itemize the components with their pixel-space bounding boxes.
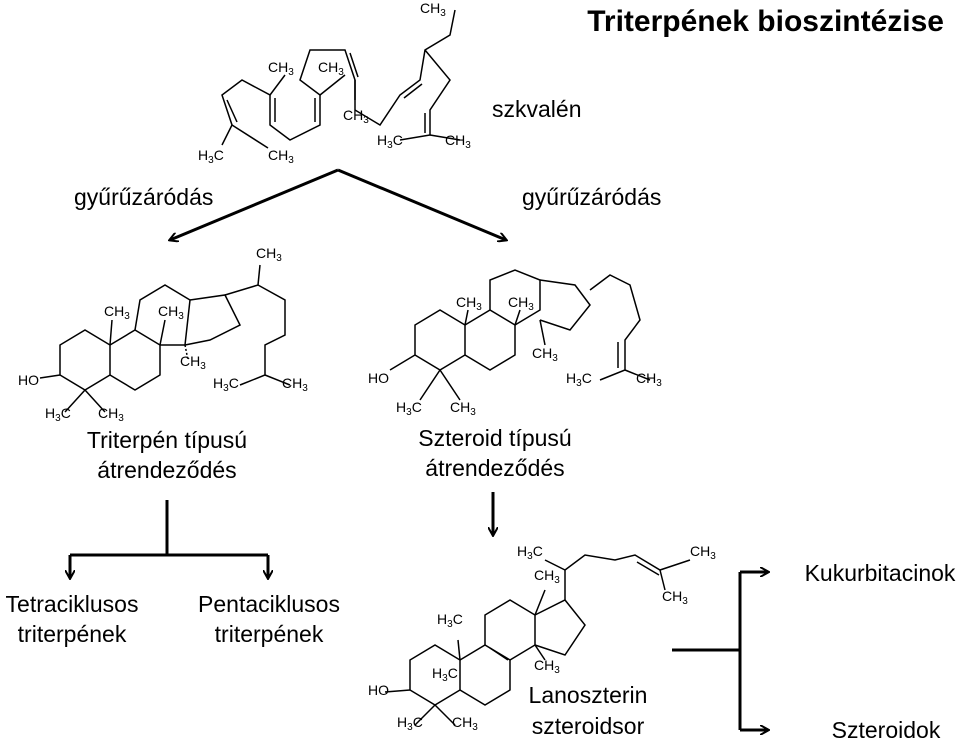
lanosterol-label-line2: szteroidsor <box>532 713 645 739</box>
lan-h3c-side: H3C <box>517 543 543 562</box>
arrow-to-triterpene <box>170 168 339 240</box>
squalene-ch3-c: CH3 <box>343 107 369 126</box>
lan-h3c-gem: H3C <box>397 714 423 733</box>
tri-ch3-c: CH3 <box>180 353 206 372</box>
ste-ch3-gem: CH3 <box>450 399 476 418</box>
triterpene-rearrangement-line1: Triterpén típusú <box>87 427 247 453</box>
squalene-ch3-a: CH3 <box>268 59 294 78</box>
triterpene-rearrangement-line2: átrendeződés <box>97 457 236 483</box>
steroid-type-structure <box>389 269 651 401</box>
tri-h3c-gem: H3C <box>45 405 71 424</box>
page-title: Triterpének bioszintézise <box>587 5 944 38</box>
lan-ch3-gem: CH3 <box>452 714 478 733</box>
squalene-label: szkvalén <box>492 96 581 122</box>
tri-h3c-tail: H3C <box>213 375 239 394</box>
squalene-h3c-left: H3C <box>198 147 224 166</box>
tetracyclic-label-line1: Tetraciklusos <box>6 591 139 617</box>
lanosterol-label-line1: Lanoszterin <box>529 682 648 708</box>
tri-ch3-a: CH3 <box>104 303 130 322</box>
chemical-labels: CH3 CH3 CH3 CH3 H3C CH3 H3C CH3 CH3 CH3 … <box>18 0 716 733</box>
cucurbitacins-label: Kukurbitacinok <box>805 560 956 586</box>
lan-ho: HO <box>368 682 389 698</box>
tri-ch3-tail: CH3 <box>282 375 308 394</box>
lan-ch3-b: CH3 <box>534 657 560 676</box>
arrow-to-steroid <box>337 168 506 240</box>
tri-ch3-gem: CH3 <box>98 405 124 424</box>
steroid-rearrangement-line2: átrendeződés <box>425 455 564 481</box>
tetracyclic-label-line2: triterpének <box>18 621 127 647</box>
tri-ch3-side: CH3 <box>256 245 282 264</box>
ste-h3c-gem: H3C <box>396 399 422 418</box>
ste-ho: HO <box>368 370 389 386</box>
steroids-label: Szteroidok <box>832 717 941 740</box>
lan-ch3-a: CH3 <box>534 567 560 586</box>
ste-h3c-tail: H3C <box>566 370 592 389</box>
squalene-structure <box>221 9 461 149</box>
squalene-h3c-right: H3C <box>377 132 403 151</box>
ste-ch3-c: CH3 <box>532 345 558 364</box>
squalene-ch3-top: CH3 <box>420 0 446 19</box>
lanosterol-structure <box>384 554 691 726</box>
lan-h3c-b: H3C <box>432 665 458 684</box>
squalene-ch3-b: CH3 <box>318 59 344 78</box>
ste-ch3-b: CH3 <box>508 294 534 313</box>
squalene-ch3-left: CH3 <box>268 147 294 166</box>
ste-ch3-a: CH3 <box>456 294 482 313</box>
pentacyclic-label-line1: Pentaciklusos <box>198 591 340 617</box>
lan-ch3-tail-b: CH3 <box>662 588 688 607</box>
tri-ch3-b: CH3 <box>158 303 184 322</box>
cyclization-left-label: gyűrűzáródás <box>74 184 213 210</box>
steroid-rearrangement-line1: Szteroid típusú <box>418 425 571 451</box>
reaction-arrows <box>70 168 768 730</box>
tri-ho: HO <box>18 372 39 388</box>
cyclization-right-label: gyűrűzáródás <box>522 184 661 210</box>
lan-ch3-tail-a: CH3 <box>690 543 716 562</box>
ste-ch3-tail: CH3 <box>636 370 662 389</box>
pentacyclic-label-line2: triterpének <box>215 621 324 647</box>
squalene-ch3-right: CH3 <box>445 132 471 151</box>
triterpene-type-structure <box>39 264 291 413</box>
lan-h3c-a: H3C <box>437 611 463 630</box>
